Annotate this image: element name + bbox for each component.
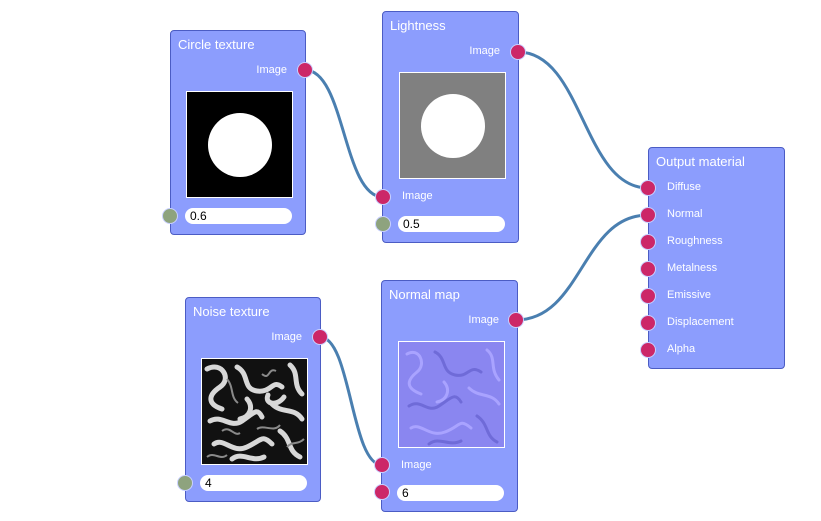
input-port-label-emissive: Emissive	[667, 289, 712, 301]
node-title: Circle texture	[178, 37, 255, 52]
input-port-image[interactable]	[374, 457, 390, 473]
input-port-number[interactable]	[162, 208, 178, 224]
input-port-roughness[interactable]	[640, 234, 656, 250]
output-port-image[interactable]	[312, 329, 328, 345]
node-noise-texture[interactable]: Noise texture Image	[185, 297, 321, 502]
wire-lightness-to-diffuse	[517, 50, 649, 190]
input-port-label-displacement: Displacement	[667, 316, 734, 328]
output-port-label: Image	[468, 314, 499, 326]
value-field[interactable]: 6	[397, 485, 504, 501]
noise-texture-preview	[201, 358, 308, 465]
texture-preview	[186, 91, 293, 198]
input-port-label-diffuse: Diffuse	[667, 181, 702, 193]
input-port-displacement[interactable]	[640, 315, 656, 331]
input-port-label-roughness: Roughness	[667, 235, 723, 247]
wire-circle-to-lightness	[304, 68, 384, 199]
output-port-image[interactable]	[508, 312, 524, 328]
texture-preview	[399, 72, 506, 179]
value-field[interactable]: 0.5	[398, 216, 505, 232]
node-output-material[interactable]: Output material Diffuse Normal Roughness…	[648, 147, 785, 369]
input-port-label: Image	[401, 459, 432, 471]
output-port-label: Image	[469, 45, 500, 57]
output-port-label: Image	[271, 331, 302, 343]
output-port-image[interactable]	[297, 62, 313, 78]
value-field[interactable]: 0.6	[185, 208, 292, 224]
output-port-label: Image	[256, 64, 287, 76]
input-port-number[interactable]	[375, 216, 391, 232]
circle-shape	[421, 94, 485, 158]
input-port-label-normal: Normal	[667, 208, 703, 220]
input-port-normal[interactable]	[640, 207, 656, 223]
noise-pattern	[204, 362, 305, 462]
input-port-number[interactable]	[374, 484, 390, 500]
input-port-diffuse[interactable]	[640, 180, 656, 196]
node-title: Normal map	[389, 287, 460, 302]
node-normal-map[interactable]: Normal map Image Image 6	[381, 280, 518, 512]
input-port-alpha[interactable]	[640, 342, 656, 358]
value-field[interactable]: 4	[200, 475, 307, 491]
normal-pattern	[405, 348, 501, 446]
input-port-label-metalness: Metalness	[667, 262, 718, 274]
input-port-label-alpha: Alpha	[667, 343, 696, 355]
node-circle-texture[interactable]: Circle texture Image 0.6	[170, 30, 306, 235]
input-port-emissive[interactable]	[640, 288, 656, 304]
input-port-metalness[interactable]	[640, 261, 656, 277]
wire-normalmap-to-normal	[515, 213, 649, 322]
input-port-image[interactable]	[375, 189, 391, 205]
output-port-image[interactable]	[510, 44, 526, 60]
node-lightness[interactable]: Lightness Image Image 0.5	[382, 11, 519, 243]
input-port-number[interactable]	[177, 475, 193, 491]
circle-shape	[208, 113, 272, 177]
normal-map-preview	[398, 341, 505, 448]
node-title: Noise texture	[193, 304, 270, 319]
node-title: Output material	[656, 154, 745, 169]
input-port-label: Image	[402, 190, 433, 202]
node-title: Lightness	[390, 18, 446, 33]
wire-noise-to-normalmap	[319, 335, 383, 467]
